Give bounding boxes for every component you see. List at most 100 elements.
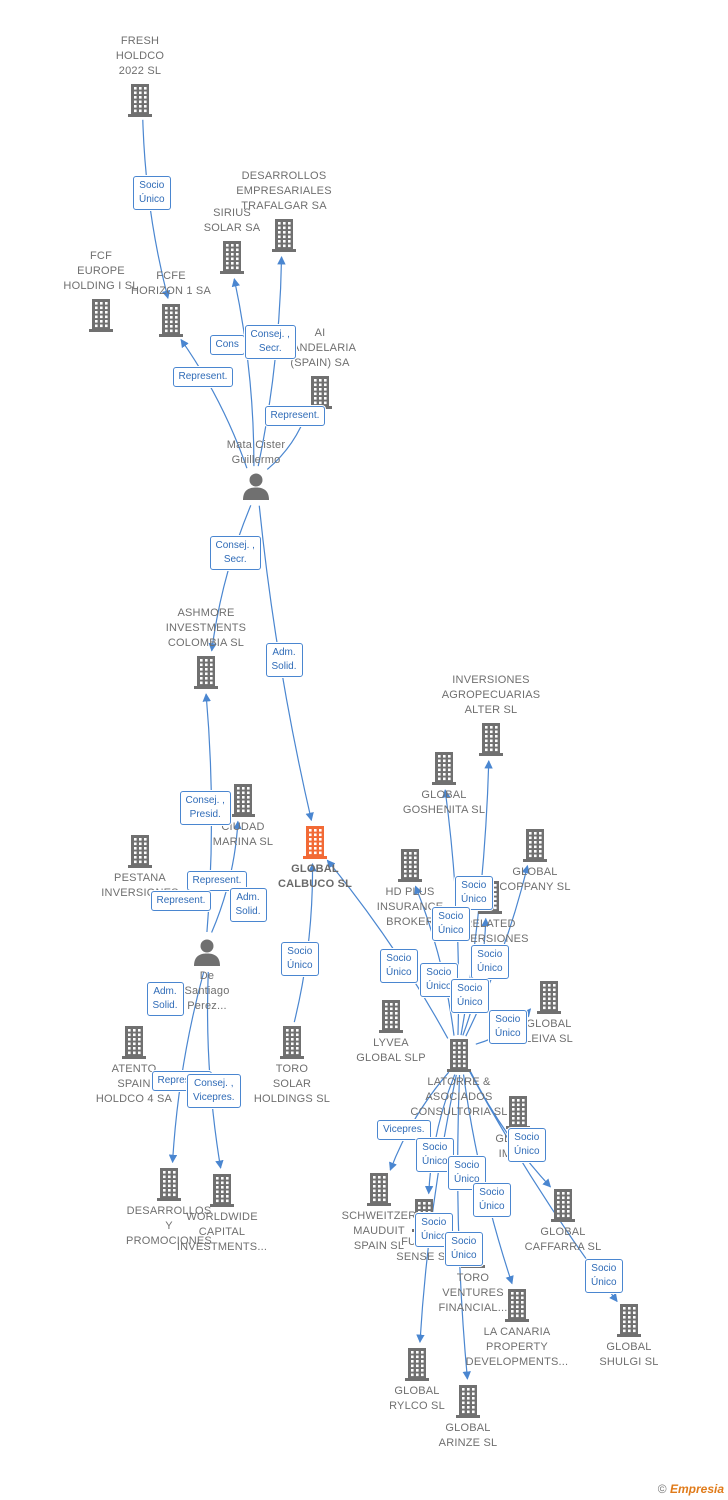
relation-badge-text: Solid. [152,1000,178,1011]
relation-badge-text: Único [454,1174,480,1185]
relation-badge-text: Socio [287,946,313,957]
building-icon [384,750,504,786]
building-icon [457,1287,577,1323]
relation-badge[interactable]: Consej. ,Secr. [244,325,296,359]
relation-badge-text: Represent. [270,410,320,421]
relation-badge[interactable]: Represent. [264,406,326,426]
node-label-line: AI [314,327,326,339]
relation-badge[interactable]: Adm.Solid. [146,982,184,1016]
relation-badge[interactable]: Represent. [150,891,212,911]
relation-badge[interactable]: Consej. ,Secr. [209,536,261,570]
building-icon [80,82,200,118]
node-label-line: CANDELARIA [283,342,357,354]
relation-badge-text: Socio [454,1160,480,1171]
edge-de_santiago-worldwide [206,971,224,1169]
relation-badge[interactable]: Represent. [186,871,248,891]
relation-badge-text: Consej. , [185,795,225,806]
node-label-line: CAPITAL [198,1226,246,1238]
relation-badge-text: Socio [479,1187,505,1198]
node-label-line: CIUDAD [221,821,265,833]
node-label-line: LEIVA SL [525,1033,573,1045]
node-label-line: FCFE [156,270,186,282]
relation-badge-text: Represent. [192,875,242,886]
relation-badge[interactable]: Adm.Solid. [265,643,303,677]
node-label-line: FINANCIAL... [438,1302,508,1314]
relation-badge[interactable]: Cons [209,335,245,355]
copyright-symbol: © [657,1482,667,1496]
building-icon [399,1037,519,1073]
relation-badge[interactable]: Vicepres. [377,1120,431,1140]
relation-badge[interactable]: Adm.Solid. [229,888,267,922]
node-label-line: HOLDCO 4 SA [95,1093,173,1105]
relation-badge-text: Socio [514,1132,540,1143]
building-icon [458,1094,578,1130]
node-label-line: CALBUCO SL [277,878,353,890]
relation-badge-text: Socio [422,1142,448,1153]
relation-badge-text: Cons [215,339,239,350]
relation-badge-text: Represent. [157,1075,207,1086]
relation-badge[interactable]: Consej. ,Vicepres. [187,1074,241,1108]
relation-badge[interactable]: Consej. ,Presid. [179,791,231,825]
relation-badge-text: Socio [477,949,503,960]
brand-logo[interactable]: Empresia [669,1482,724,1496]
building-icon [232,1024,352,1060]
node-label-line: INVESTMENTS [165,622,247,634]
relation-badge[interactable]: Represent. [172,367,234,387]
node-label-line: ASOCIADOS [425,1091,493,1103]
node-label-line: GLOBAL [512,866,558,878]
relation-badge-text: Único [477,963,503,974]
relation-badge-text: Socio [139,180,165,191]
